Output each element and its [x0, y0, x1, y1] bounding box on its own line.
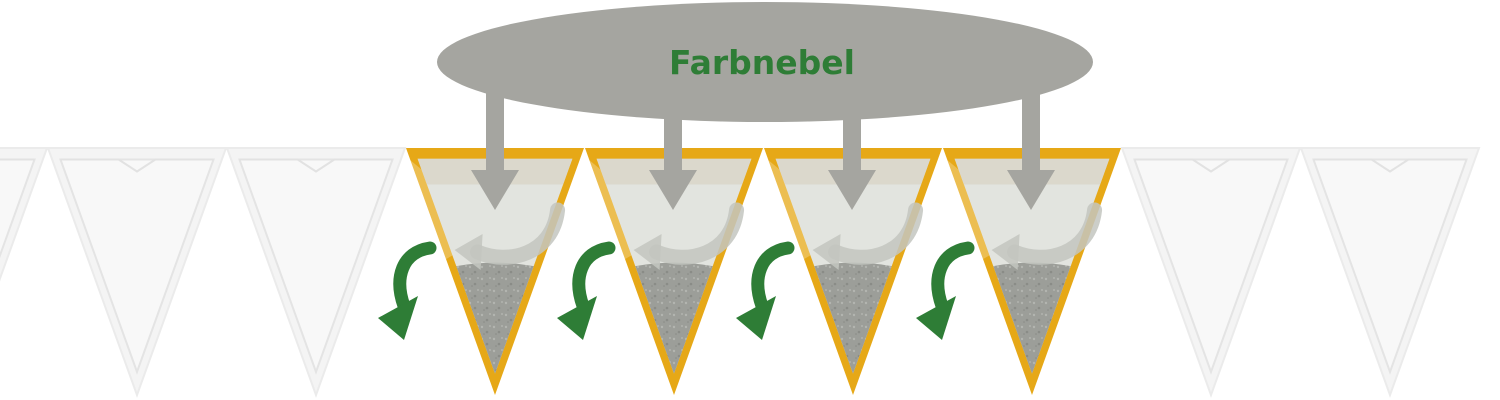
inactive-cells: [0, 147, 1481, 398]
cell-rim: [60, 158, 214, 173]
down-arrows: [471, 92, 1055, 210]
curved-arrow-icon: [378, 241, 437, 340]
tile-highlight: [768, 160, 811, 260]
paint-mist-label: Farbnebel: [669, 43, 855, 82]
tile-highlight: [589, 160, 632, 260]
paint-liquid: [993, 262, 1071, 374]
curved-arrow-icon: [557, 241, 616, 340]
inactive-cell: [1120, 147, 1302, 398]
down-arrow-icon: [649, 92, 697, 210]
down-arrow-icon: [471, 92, 519, 210]
cell-rim: [239, 158, 393, 173]
swirl-arrowhead-icon: [633, 234, 662, 270]
cell-inner: [1312, 158, 1468, 375]
curved-arrows: [378, 241, 975, 340]
cell-inner: [0, 158, 36, 259]
active-cells: [406, 148, 1121, 395]
down-arrow-icon: [1007, 92, 1055, 210]
active-cell: [764, 148, 942, 395]
swirl-arrow-icon: [1007, 202, 1103, 265]
tile-highlight: [947, 160, 990, 260]
paint-liquid: [456, 262, 534, 374]
inactive-cell: [46, 147, 228, 398]
swirl-arrow-icon: [649, 202, 745, 265]
paint-mist-cloud: [437, 2, 1093, 122]
cell-rim: [1134, 158, 1288, 173]
swirl-arrow-icon: [828, 202, 924, 265]
swirl-arrowhead-icon: [812, 234, 841, 270]
swirl-arrowhead-icon: [991, 234, 1020, 270]
inactive-cell: [0, 147, 49, 282]
inactive-cell: [225, 147, 407, 398]
curved-arrow-icon: [916, 241, 975, 340]
inactive-cell: [1299, 147, 1481, 398]
paint-liquid: [814, 262, 892, 374]
tile-highlight: [410, 160, 453, 260]
cell-rim: [1313, 158, 1467, 173]
swirl-arrow-icon: [470, 202, 566, 265]
cell-inner: [238, 158, 394, 375]
cell-inner: [59, 158, 215, 375]
cell-inner: [1133, 158, 1289, 375]
curved-arrow-icon: [736, 241, 795, 340]
swirl-arrowhead-icon: [454, 234, 483, 270]
down-arrow-icon: [828, 92, 876, 210]
paint-liquid: [635, 262, 713, 374]
active-cell: [406, 148, 584, 395]
